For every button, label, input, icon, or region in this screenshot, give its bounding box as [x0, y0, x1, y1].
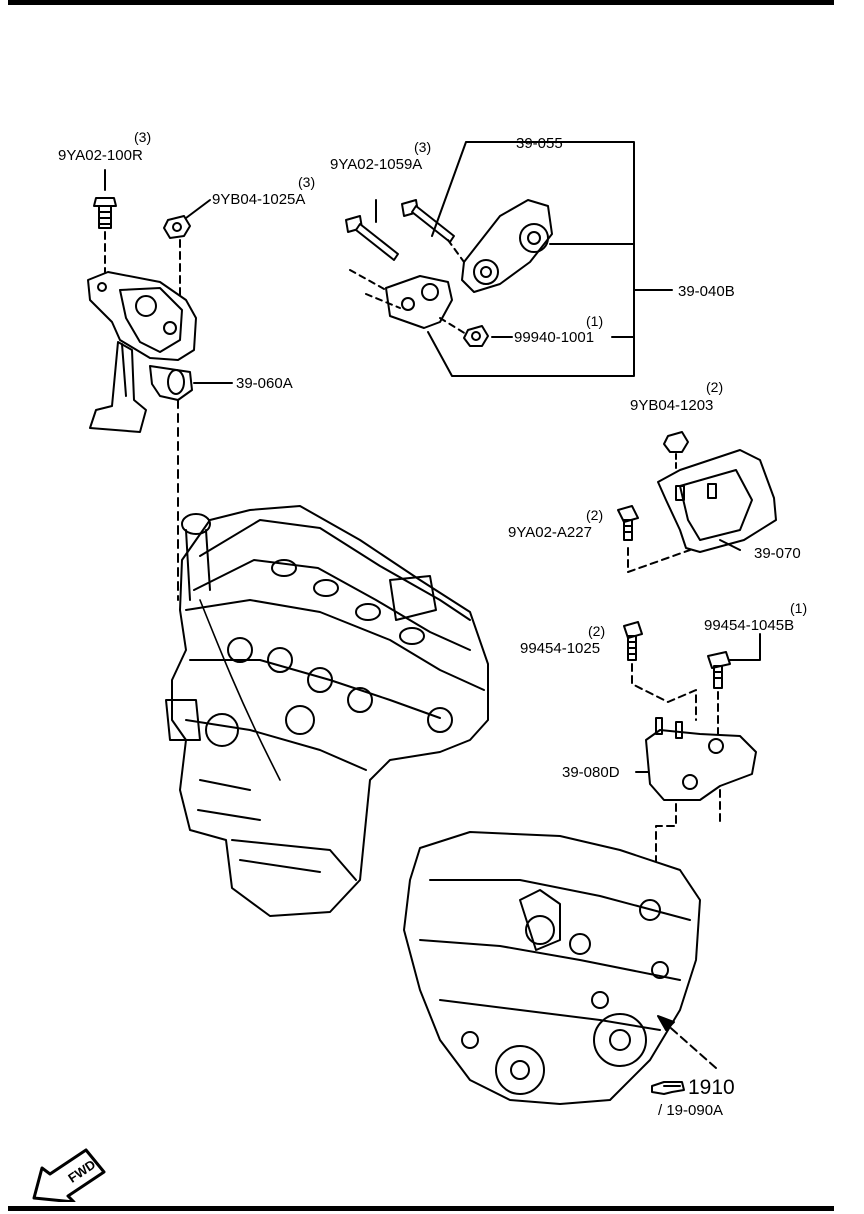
- engine-block: [165, 505, 489, 917]
- bottom-border-rule: [8, 1206, 834, 1211]
- reference-hand-icon: [651, 1081, 685, 1095]
- qty-label: (3): [414, 139, 432, 155]
- part-label-9ya02-1059a: 9YA02-1059A: [330, 156, 423, 173]
- qty-label: (3): [134, 129, 152, 145]
- arrowhead-icon: [657, 1015, 675, 1031]
- qty-label: (1): [790, 600, 808, 616]
- mount-bracket-39-070: [657, 449, 777, 553]
- qty-label: (2): [586, 507, 604, 523]
- part-label-39-070: 39-070: [754, 545, 801, 562]
- nut-99940-1001: [463, 325, 489, 347]
- part-label-99940-1001: 99940-1001: [514, 329, 595, 346]
- fwd-arrow-icon: FWD: [32, 1148, 106, 1202]
- leader-dashed-arrow: [663, 1021, 717, 1069]
- reference-number: 1910: [688, 1076, 735, 1099]
- leader-dashed: [655, 803, 677, 881]
- leader-dashed: [627, 547, 691, 573]
- qty-label: (1): [586, 313, 604, 329]
- nut-9yb04-1203: [663, 431, 689, 471]
- qty-label: (2): [706, 379, 724, 395]
- bolt-9ya02-a227: [617, 505, 639, 541]
- bolt-99454-1045b: [707, 633, 761, 689]
- part-label-9ya02-a227: 9YA02-A227: [508, 524, 592, 541]
- part-label-39-060a: 39-060A: [236, 375, 293, 392]
- part-label-39-055: 39-055: [516, 135, 563, 152]
- leader-dashed-group: [349, 239, 467, 335]
- part-label-39-080d: 39-080D: [562, 764, 620, 781]
- top-border-rule: [8, 0, 834, 5]
- part-label-99454-1025: 99454-1025: [520, 640, 601, 657]
- part-label-9ya02-100r: 9YA02-100R: [58, 147, 143, 164]
- leader-dashed: [631, 663, 697, 721]
- torque-rod-39-055: [461, 199, 553, 293]
- bolt-9ya02-100r: [93, 169, 117, 229]
- reference-subref: / 19-090A: [658, 1102, 724, 1119]
- nut-9yb04-1025a: [163, 199, 211, 239]
- bracket-lines-39-040b: [427, 141, 673, 377]
- torque-rod-bracket: [385, 275, 453, 329]
- qty-label: (3): [298, 174, 316, 190]
- transaxle: [403, 831, 701, 1105]
- engine-mount-bracket-39-060a: [87, 271, 197, 433]
- mount-bracket-39-080d: [645, 717, 757, 801]
- part-label-9yb04-1203: 9YB04-1203: [630, 397, 714, 414]
- part-label-39-040b: 39-040B: [678, 283, 735, 300]
- bolts-9ya02-1059a: [345, 199, 455, 261]
- qty-label: (2): [588, 623, 606, 639]
- part-label-99454-1045b: 99454-1045B: [704, 617, 795, 634]
- part-label-9yb04-1025a: 9YB04-1025A: [212, 191, 306, 208]
- bolt-99454-1025: [623, 621, 643, 661]
